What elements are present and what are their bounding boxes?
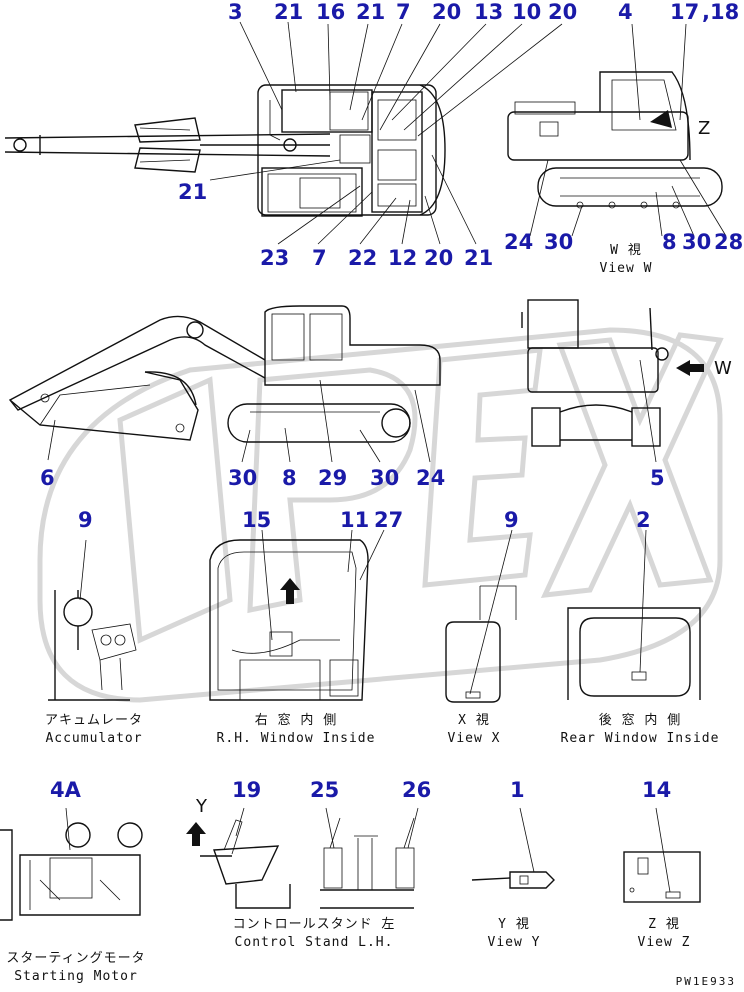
callout-view-w-18: ,18 bbox=[702, 0, 740, 24]
callout-top-view-12: 12 bbox=[388, 246, 418, 270]
callout-view-w-8: 8 bbox=[662, 230, 677, 254]
callout-top-view-7: 7 bbox=[396, 0, 411, 24]
callout-rear-view-5: 5 bbox=[650, 466, 665, 490]
caption-view-w-jp: W 視 bbox=[610, 243, 642, 258]
top-view-drawing bbox=[4, 84, 446, 217]
callout-top-view-21b: 21 bbox=[356, 0, 386, 24]
caption-view-z-en: View Z bbox=[637, 935, 691, 950]
caption-rh-window-jp: 右 窓 内 側 bbox=[254, 713, 338, 728]
caption-view-w-en: View W bbox=[599, 261, 653, 276]
callout-control-stand-19: 19 bbox=[232, 778, 262, 802]
view-marker-z: Z bbox=[698, 118, 711, 139]
callout-control-stand-25: 25 bbox=[310, 778, 340, 802]
watermark-logo bbox=[37, 327, 724, 703]
callout-top-view-20b: 20 bbox=[548, 0, 578, 24]
callout-top-view-20: 20 bbox=[432, 0, 462, 24]
callout-view-x-9: 9 bbox=[504, 508, 519, 532]
callout-top-view-23: 23 bbox=[260, 246, 290, 270]
caption-rh-window-en: R.H. Window Inside bbox=[216, 731, 376, 746]
callout-side-view-8: 8 bbox=[282, 466, 297, 490]
view-marker-w: W bbox=[714, 358, 732, 379]
rh-window-drawing bbox=[209, 529, 385, 701]
caption-control-stand-en: Control Stand L.H. bbox=[234, 935, 394, 950]
control-stand-drawing bbox=[186, 807, 419, 909]
starting-motor-drawing bbox=[0, 807, 143, 921]
callout-top-view-10: 10 bbox=[512, 0, 542, 24]
callout-view-w-4: 4 bbox=[618, 0, 633, 24]
callout-view-w-24: 24 bbox=[504, 230, 534, 254]
view-z-drawing bbox=[623, 807, 701, 903]
caption-accumulator-jp: アキュムレータ bbox=[44, 713, 144, 728]
callout-top-view-20c: 20 bbox=[424, 246, 454, 270]
view-marker-y: Y bbox=[196, 796, 207, 817]
callout-rh-window-11: 11 bbox=[340, 508, 370, 532]
side-view-drawing bbox=[8, 305, 441, 463]
callout-control-stand-26: 26 bbox=[402, 778, 432, 802]
caption-accumulator-en: Accumulator bbox=[45, 731, 143, 746]
caption-rear-window-en: Rear Window Inside bbox=[560, 731, 720, 746]
caption-view-x-jp: X 視 bbox=[458, 713, 490, 728]
caption-starting-motor-jp: スターティングモータ bbox=[6, 951, 146, 966]
top-view-leader-lines bbox=[209, 21, 563, 245]
caption-view-y-en: View Y bbox=[487, 935, 541, 950]
callout-accumulator-9: 9 bbox=[78, 508, 93, 532]
callout-view-w-30: 30 bbox=[544, 230, 574, 254]
caption-view-y-jp: Y 視 bbox=[498, 917, 530, 932]
callout-top-view-7b: 7 bbox=[312, 246, 327, 270]
caption-view-z-jp: Z 視 bbox=[648, 917, 680, 932]
callout-view-y-1: 1 bbox=[510, 778, 525, 802]
caption-starting-motor-en: Starting Motor bbox=[14, 969, 138, 984]
callout-view-w-17: 17 bbox=[670, 0, 700, 24]
caption-rear-window-jp: 後 窓 内 側 bbox=[598, 713, 682, 728]
callout-top-view-3: 3 bbox=[228, 0, 243, 24]
rear-window-drawing bbox=[567, 529, 701, 700]
callout-starting-motor-4a: 4A bbox=[50, 778, 81, 802]
callout-rh-window-27: 27 bbox=[374, 508, 404, 532]
callout-side-view-30: 30 bbox=[228, 466, 258, 490]
callout-side-view-6: 6 bbox=[40, 466, 55, 490]
caption-view-x-en: View X bbox=[447, 731, 501, 746]
callout-side-view-24: 24 bbox=[416, 466, 446, 490]
document-code: PW1E933 bbox=[675, 975, 736, 988]
callout-rh-window-15: 15 bbox=[242, 508, 272, 532]
caption-control-stand-jp: コントロールスタンド 左 bbox=[232, 917, 396, 932]
view-x-drawing bbox=[445, 529, 517, 703]
callout-view-w-28: 28 bbox=[714, 230, 744, 254]
callout-top-view-22: 22 bbox=[348, 246, 378, 270]
callout-rear-window-2: 2 bbox=[636, 508, 651, 532]
callout-view-z-14: 14 bbox=[642, 778, 672, 802]
callout-top-view-21: 21 bbox=[274, 0, 304, 24]
view-y-drawing bbox=[471, 807, 555, 889]
callout-side-view-29: 29 bbox=[318, 466, 348, 490]
callout-view-w-30b: 30 bbox=[682, 230, 712, 254]
callout-side-view-30b: 30 bbox=[370, 466, 400, 490]
callout-top-view-16: 16 bbox=[316, 0, 346, 24]
accumulator-drawing bbox=[48, 539, 137, 701]
callout-top-view-21d: 21 bbox=[464, 246, 494, 270]
callout-top-view-21c: 21 bbox=[178, 180, 208, 204]
rear-view-drawing bbox=[521, 299, 704, 463]
callout-top-view-13: 13 bbox=[474, 0, 504, 24]
view-w-drawing bbox=[507, 23, 727, 237]
